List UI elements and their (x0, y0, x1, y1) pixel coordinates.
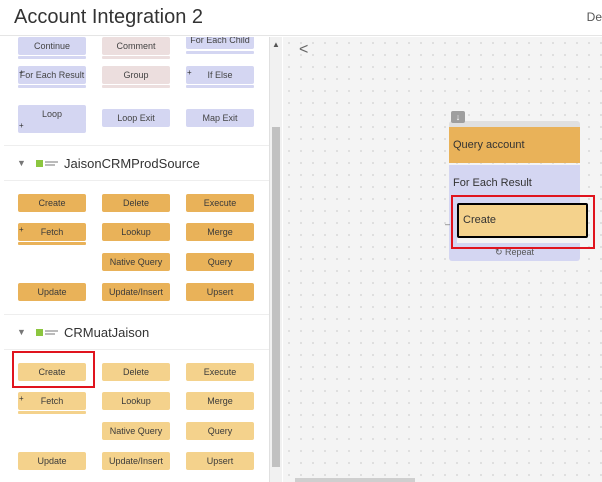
palette-block-for-each-result[interactable]: + For Each Result (18, 66, 86, 84)
start-arrow-icon[interactable]: ↓ (451, 111, 465, 123)
plus-icon: + (187, 68, 192, 77)
minus-icon[interactable]: – (445, 219, 451, 229)
block-label: Fetch (40, 227, 64, 237)
palette-block-update-insert[interactable]: Update/Insert (102, 283, 170, 301)
flow-block-query-account[interactable]: Query account (449, 127, 580, 163)
scroll-up-arrow-icon[interactable]: ▲ (272, 40, 280, 49)
block-connector (102, 85, 170, 88)
flow-start-bar (449, 121, 580, 129)
palette-block-fetch[interactable]: + Fetch (18, 223, 86, 241)
scrollbar-thumb[interactable] (272, 127, 280, 467)
palette-block-merge[interactable]: Merge (186, 392, 254, 410)
collapse-triangle-icon[interactable]: ▼ (17, 158, 26, 168)
section-header-jaisoncrmprodsource[interactable]: ▼ JaisonCRMProdSource (4, 145, 269, 181)
palette-block-update[interactable]: Update (18, 452, 86, 470)
block-label: For Each Result (19, 70, 85, 80)
palette-block-map-exit[interactable]: Map Exit (186, 109, 254, 127)
block-palette: Continue Comment For Each Child + For Ea… (4, 37, 270, 482)
palette-block-native-query[interactable]: Native Query (102, 253, 170, 271)
palette-block-native-query[interactable]: Native Query (102, 422, 170, 440)
palette-block-continue[interactable]: Continue (18, 37, 86, 55)
palette-block-group[interactable]: Group (102, 66, 170, 84)
back-chevron-icon[interactable]: < (299, 41, 309, 58)
block-connector (18, 85, 86, 88)
block-label: Fetch (40, 396, 64, 406)
palette-block-update[interactable]: Update (18, 283, 86, 301)
highlight-box (451, 195, 595, 249)
plus-icon: + (19, 68, 24, 77)
connector-logo-icon (36, 328, 58, 337)
connector-logo-icon (36, 159, 58, 168)
block-connector (18, 411, 86, 414)
section-name: CRMuatJaison (64, 325, 150, 340)
header-right-text[interactable]: De (586, 10, 602, 24)
block-connector (186, 85, 254, 88)
block-connector (18, 242, 86, 245)
canvas-horizontal-scrollbar[interactable] (295, 478, 415, 482)
palette-block-create[interactable]: Create (18, 363, 86, 381)
for-each-left-bar (449, 203, 457, 243)
collapse-triangle-icon[interactable]: ▼ (17, 327, 26, 337)
palette-scrollbar[interactable]: ▲ (270, 37, 282, 482)
palette-block-delete[interactable]: Delete (102, 363, 170, 381)
loop-inner: + (18, 121, 86, 133)
plus-icon: + (19, 121, 24, 130)
flow-block-for-each-result[interactable]: For Each Result (449, 165, 580, 205)
palette-block-loop-exit[interactable]: Loop Exit (102, 109, 170, 127)
section-name: JaisonCRMProdSource (64, 156, 200, 171)
palette-block-execute[interactable]: Execute (186, 363, 254, 381)
repeat-icon: ↻ (494, 247, 503, 257)
block-connector (102, 56, 170, 59)
palette-block-loop[interactable]: Loop (18, 105, 86, 123)
plus-icon: + (19, 225, 24, 234)
palette-block-query[interactable]: Query (186, 253, 254, 271)
flow-block-create[interactable]: Create (457, 203, 588, 238)
palette-block-update-insert[interactable]: Update/Insert (102, 452, 170, 470)
block-connector (186, 51, 254, 54)
palette-block-execute[interactable]: Execute (186, 194, 254, 212)
palette-block-upsert[interactable]: Upsert (186, 452, 254, 470)
flow-canvas[interactable]: < ↓ Query account For Each Result – Crea… (283, 37, 602, 482)
palette-block-lookup[interactable]: Lookup (102, 223, 170, 241)
palette-block-lookup[interactable]: Lookup (102, 392, 170, 410)
section-header-crmuatjaison[interactable]: ▼ CRMuatJaison (4, 314, 269, 350)
palette-block-if-else[interactable]: + If Else (186, 66, 254, 84)
palette-block-for-each-child[interactable]: For Each Child (186, 37, 254, 49)
palette-block-delete[interactable]: Delete (102, 194, 170, 212)
block-connector (18, 56, 86, 59)
palette-block-fetch[interactable]: + Fetch (18, 392, 86, 410)
palette-block-query[interactable]: Query (186, 422, 254, 440)
palette-block-merge[interactable]: Merge (186, 223, 254, 241)
palette-block-upsert[interactable]: Upsert (186, 283, 254, 301)
palette-block-create[interactable]: Create (18, 194, 86, 212)
app-header: Account Integration 2 De (0, 0, 602, 36)
palette-block-comment[interactable]: Comment (102, 37, 170, 55)
page-title: Account Integration 2 (14, 6, 204, 28)
block-label: If Else (207, 70, 233, 80)
plus-icon: + (19, 394, 24, 403)
highlight-box (12, 351, 95, 388)
repeat-label: Repeat (505, 247, 535, 257)
